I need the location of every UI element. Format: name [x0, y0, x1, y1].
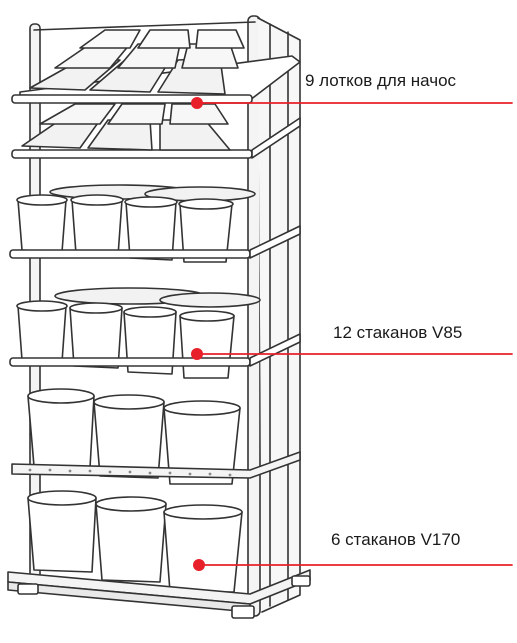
cup-shelf-v170-upper: [11, 388, 301, 485]
callout-label-v170: 6 стаканов V170: [329, 530, 463, 550]
callout-label-v85: 12 стаканов V85: [331, 323, 465, 343]
tray-shelf-top: [11, 29, 301, 104]
nacho-trays-row2: [21, 103, 231, 151]
callout-dot-v85: [191, 348, 203, 360]
callout-dot-v170: [193, 559, 205, 571]
tray-shelf-second: [11, 103, 301, 159]
cup-shelf-v85-upper: [9, 184, 301, 263]
callout-markers: [191, 97, 513, 571]
callout-dot-trays: [191, 97, 203, 109]
nacho-trays-row1: [29, 29, 245, 95]
cup-shelf-v170-lower: [7, 490, 311, 619]
callout-label-trays: 9 лотков для начос: [303, 71, 459, 91]
cup-shelf-v85-lower: [9, 287, 301, 379]
shelf-perforation: [28, 468, 232, 477]
